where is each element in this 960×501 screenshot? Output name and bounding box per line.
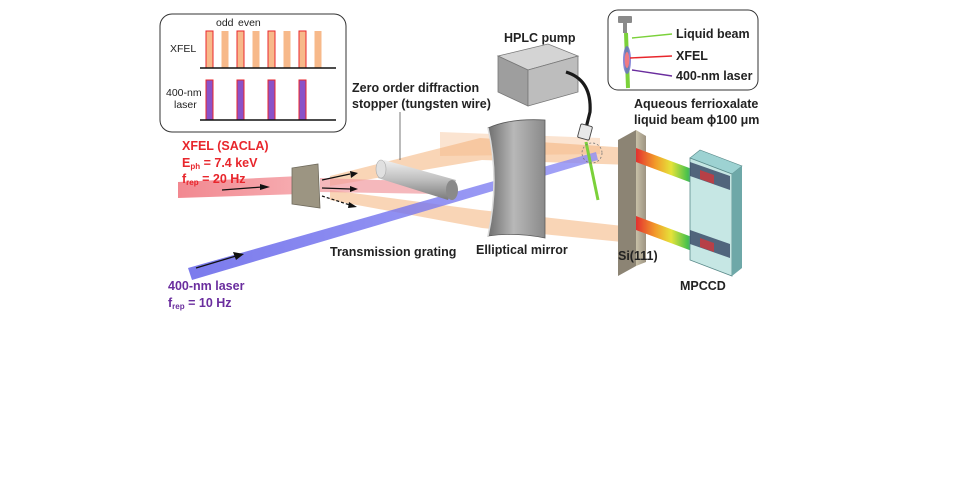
hplc-pump [496,43,580,107]
xfel-pulse [252,31,260,68]
crystal-label: Si(111) [618,249,658,263]
stopper-label-2: stopper (tungsten wire) [352,97,491,111]
stopper-label-1: Zero order diffraction [352,81,479,95]
laser-rep-rate: frep = 10 Hz [168,296,232,311]
transmission-grating [291,163,321,209]
laser-pulse [298,79,307,121]
inset-laser-label-3: 400-nm laser [676,69,753,83]
tungsten-wire-stopper [375,159,458,200]
xfel-input-beam [178,176,300,198]
xfel-pulse [221,31,229,68]
even-label: even [238,17,261,29]
inset-liquid-beam-label: Liquid beam [676,27,750,41]
lower-diffracted-beam [330,190,642,244]
pulse-timing-inset: odd even XFEL 400-nm laser [159,13,347,133]
inset-laser-label-1: 400-nm [166,87,202,99]
inset-xfel-spot [624,52,630,68]
xfel-pulse [267,30,276,69]
hplc-tube [565,70,592,129]
inset-nozzle [618,16,632,23]
mirror-label: Elliptical mirror [476,243,568,257]
xfel-pulse [205,30,214,69]
xfel-source-title: XFEL (SACLA) [182,139,269,153]
sample-label-1: Aqueous ferrioxalate [634,97,758,111]
liquid-beam [584,141,600,201]
grating-arrows [321,171,358,208]
laser-pulse [267,79,276,121]
laser-source-title: 400-nm laser [168,279,245,293]
laser-pulse [236,79,245,121]
mpccd-detector [689,149,743,277]
xfel-energy: Eph = 7.4 keV [182,156,258,171]
liquid-nozzle [577,123,593,141]
laser-pulse [205,79,214,121]
xfel-rep-rate: frep = 20 Hz [182,172,246,187]
xfel-pulse [283,31,291,68]
upper-spectrum [636,148,700,186]
elliptical-mirror [487,119,546,239]
xfel-pulse [314,31,322,68]
xfel-pulse [236,30,245,69]
sample-inset: Liquid beam XFEL 400-nm laser [607,9,759,91]
upper-diffracted-beam [330,138,632,186]
hplc-pump-label: HPLC pump [504,31,576,45]
inset-xfel-label: XFEL [170,43,196,55]
laser-arrow [195,252,244,269]
odd-label: odd [216,17,234,29]
sample-label-2: liquid beam ϕ100 μm [634,113,759,127]
sample-spot [581,142,603,164]
lower-spectrum [636,216,700,254]
si111-crystal [618,130,636,276]
xfel-arrow [221,184,270,191]
detector-label: MPCCD [680,279,726,293]
grating-label: Transmission grating [330,245,456,259]
inset-xfel-label-2: XFEL [676,49,708,63]
inset-laser-label-2: laser [174,99,197,111]
xfel-pulse [298,30,307,69]
